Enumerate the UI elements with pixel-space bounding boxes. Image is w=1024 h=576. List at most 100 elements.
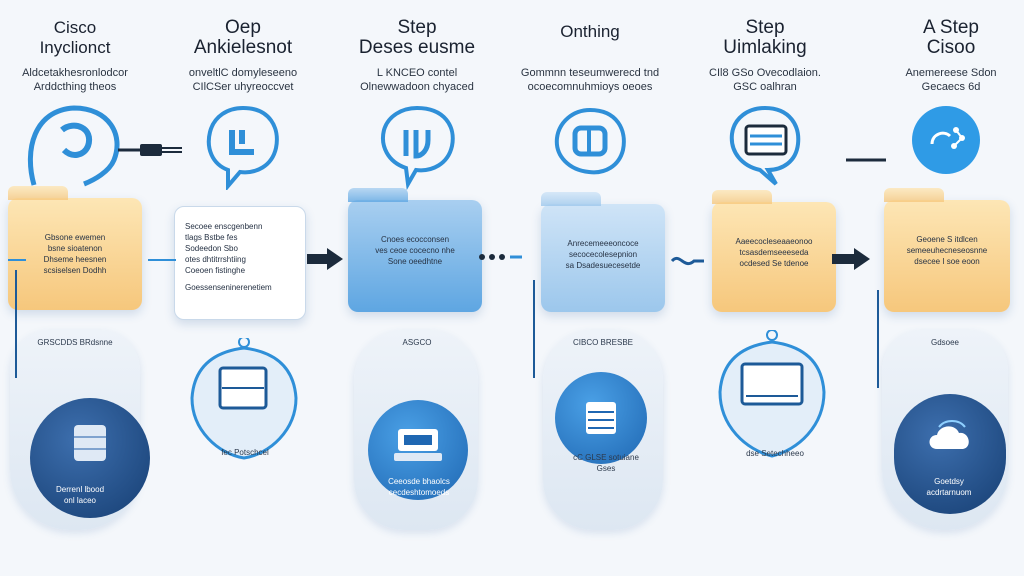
step-column-3: Step Deses eusme L KNCEO contel Olnewwad… xyxy=(342,0,492,576)
step-3-disc-text: Ceeosde bhaolcs cecdeshtomoeds xyxy=(354,476,484,498)
step-5-disc-text: dse Setechheeo xyxy=(746,449,804,458)
step-2-shield xyxy=(182,336,306,462)
step-2-subtitle: onveltlC domyleseeno CIlCSer uhyreoccvet xyxy=(160,66,326,94)
step-4-title: Onthing xyxy=(515,22,665,42)
vertical-line-left xyxy=(12,270,20,385)
step-3-sub-line-2: Olnewwadoon chyaced xyxy=(360,81,474,93)
step-5-shield xyxy=(710,329,834,460)
step-1-title-line-2: Inyclionct xyxy=(39,38,111,57)
step-6-card-line-2: semeeuhecneseosnne xyxy=(906,246,988,255)
dotted-connector-icon xyxy=(478,250,538,268)
monitor-icon xyxy=(720,100,810,186)
book-icon xyxy=(372,100,462,191)
step-6-disc xyxy=(894,394,1006,514)
step-1-card-line-3: Dhseme heesnen xyxy=(43,255,107,264)
vertical-line-mid xyxy=(530,280,538,385)
step-6-disc-line-2: acdrtarnuom xyxy=(926,488,972,497)
step-1-sub-line-1: Aldcetakhesronlodcor xyxy=(22,67,128,79)
step-5-card: Aaeecocleseaaeonoo tcsasdemseeeseda ocde… xyxy=(712,190,836,312)
step-3-title-line-2: Deses eusme xyxy=(358,37,476,58)
person-head-icon xyxy=(24,100,120,187)
step-4-disc xyxy=(555,372,647,464)
step-2-disc-text: fec Potschcel xyxy=(221,448,269,457)
step-3-title: Step Deses eusme xyxy=(342,18,492,58)
arrow-right-icon-2 xyxy=(830,246,872,277)
step-2-sub-line-1: onveltlC domyleseeno xyxy=(188,67,298,79)
step-3-disc-line-1: Ceeosde bhaolcs xyxy=(388,477,450,486)
step-5-title-line-2: Uimlaking xyxy=(723,37,807,58)
chat-bubble-icon xyxy=(198,100,288,192)
step-2-card-line-5: Coeoen fistinghe xyxy=(185,266,246,275)
step-5-sub-line-1: CIl8 GSo Ovecodlaion. xyxy=(709,67,821,79)
step-1-card-line-4: scsiselsen Dodhh xyxy=(43,266,107,275)
step-1-title-line-1: Cisco xyxy=(53,18,97,37)
cloud-icon xyxy=(929,420,969,449)
step-6-sub-line-2: Gecaecs 6d xyxy=(921,81,981,93)
step-2-title-line-2: Ankielesnot xyxy=(193,37,293,58)
dash-connector-icon xyxy=(846,150,888,168)
step-3-title-line-1: Step xyxy=(397,17,437,38)
step-2-sub-line-2: CIlCSer uhyreoccvet xyxy=(192,81,294,93)
step-6-plate-label: Gdsoee xyxy=(930,338,960,347)
step-5-subtitle: CIl8 GSo Ovecodlaion. GSC oalhran xyxy=(682,66,848,94)
step-1-disc-text: Derrenl lbood onl laceo xyxy=(15,484,145,506)
step-3-sub-line-1: L KNCEO contel xyxy=(376,67,458,79)
step-1-subtitle: Aldcetakhesronlodcor Arddcthing theos xyxy=(0,66,158,94)
step-4-plate-label: CIBCO BRESBE xyxy=(572,338,633,347)
server-icon xyxy=(586,402,616,434)
step-1-card-text: Gbsone ewemen bsne sioatenon Dhseme hees… xyxy=(18,232,132,276)
step-3-card-text: Cnoes ecocconsen ves ceoe cocecno nhe So… xyxy=(358,234,472,267)
step-column-4: Onthing Gommnn teseumwerecd tnd ocoecomn… xyxy=(515,0,665,576)
step-6-card: Geoene S itdlcen semeeuhecneseosnne dsec… xyxy=(884,188,1010,312)
step-6-title-line-2: Cisoo xyxy=(926,37,976,58)
id-card-icon xyxy=(394,429,442,461)
step-2-card-line-4: otes dhtitrrshtiing xyxy=(185,255,246,264)
step-3-card: Cnoes ecocconsen ves ceoe cocecno nhe So… xyxy=(348,188,482,312)
card-icon xyxy=(545,100,635,180)
step-4-card: Anrecemeeeoncoce secocecolesepnion sa Ds… xyxy=(541,192,665,312)
step-2-card: Secoee enscgenbenn tlags Bstbe fes Sodee… xyxy=(174,206,306,320)
step-column-5: Step Uimlaking CIl8 GSo Ovecodlaion. GSC… xyxy=(690,0,840,576)
step-column-2: Oep Ankielesnot onveltlC domyleseeno CIl… xyxy=(168,0,318,576)
step-4-disc-text: cC GLSE sotuiane Gses xyxy=(541,452,671,474)
connector-line-left xyxy=(8,250,178,275)
step-column-1: Cisco Inyclionct Aldcetakhesronlodcor Ar… xyxy=(0,0,182,576)
step-6-card-line-3: dsecee I soe eoon xyxy=(914,257,980,266)
step-2-title: Oep Ankielesnot xyxy=(168,18,318,58)
step-4-card-line-2: secocecolesepnion xyxy=(568,250,638,259)
step-1-disc-line-2: onl laceo xyxy=(63,496,97,505)
step-4-sub-line-2: ocoecomnuhmioys oeoes xyxy=(527,81,653,93)
step-6-title-line-1: A Step xyxy=(923,17,979,38)
step-3-disc-line-2: cecdeshtomoeds xyxy=(388,488,450,497)
wavy-connector-icon xyxy=(668,250,708,277)
step-3-subtitle: L KNCEO contel Olnewwadoon chyaced xyxy=(334,66,500,94)
step-6-subtitle: Anemereese Sdon Gecaecs 6d xyxy=(868,66,1024,94)
step-1-card-line-2: bsne sioatenon xyxy=(47,244,103,253)
step-2-card-line-2: tlags Bstbe fes xyxy=(185,233,238,242)
step-3-card-line-2: ves ceoe cocecno nhe xyxy=(375,246,455,255)
step-4-card-line-3: sa Dsadesuecesetde xyxy=(565,261,641,270)
step-5-card-line-3: ocdesed Se tdenoe xyxy=(739,259,809,268)
step-5-card-line-2: tcsasdemseeeseda xyxy=(739,248,809,257)
step-4-disc-line-2: Gses xyxy=(596,464,616,473)
step-4-card-line-1: Anrecemeeeoncoce xyxy=(567,239,639,248)
step-4-sub-line-1: Gommnn teseumwerecd tnd xyxy=(520,67,660,79)
step-3-disc xyxy=(368,400,468,500)
step-3-plate-label: ASGCO xyxy=(402,338,432,347)
step-4-disc-line-1: cC GLSE sotuiane xyxy=(573,453,639,462)
step-3-card-line-3: Sone oeedhtne xyxy=(387,257,443,266)
step-6-card-line-1: Geoene S itdlcen xyxy=(916,235,978,244)
step-1-disc xyxy=(30,398,150,518)
step-5-sub-line-2: GSC oalhran xyxy=(733,81,797,93)
step-2-card-line-6: Goessenseninerenetiem xyxy=(185,283,272,292)
step-6-title: A Step Cisoo xyxy=(876,18,1024,58)
step-2-card-line-1: Secoee enscgenbenn xyxy=(185,222,263,231)
step-6-card-text: Geoene S itdlcen semeeuhecneseosnne dsec… xyxy=(894,234,1000,267)
step-5-title: Step Uimlaking xyxy=(690,18,840,58)
step-4-subtitle: Gommnn teseumwerecd tnd ocoecomnuhmioys … xyxy=(507,66,673,94)
step-3-card-line-1: Cnoes ecocconsen xyxy=(380,235,450,244)
step-2-title-line-1: Oep xyxy=(225,17,261,38)
step-1-title: Cisco Inyclionct xyxy=(0,18,150,58)
step-1-plate-label: GRSCDDS BRdsnne xyxy=(37,338,113,347)
